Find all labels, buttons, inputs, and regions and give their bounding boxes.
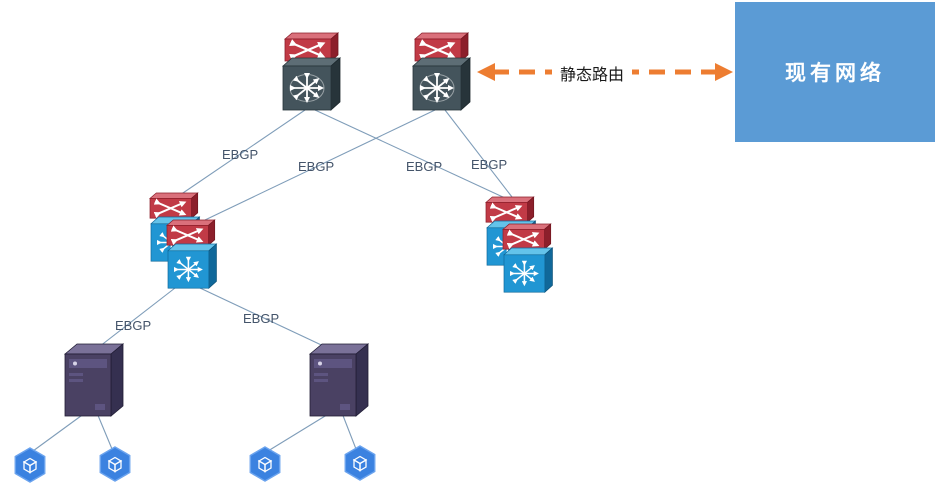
spine2-switch-icon xyxy=(413,58,470,110)
existing-network-box: 现有网络 xyxy=(735,2,935,142)
workload-hexagon-icon xyxy=(249,446,281,482)
link-line xyxy=(199,287,333,351)
ebgp-label: EBGP xyxy=(243,311,280,326)
static-route-label: 静态路由 xyxy=(552,61,633,85)
leaf-right-a-router-icon xyxy=(486,197,534,222)
ebgp-label: EBGP xyxy=(298,159,335,174)
link-line xyxy=(314,109,506,199)
leaf-right-b-switch-icon xyxy=(504,248,552,292)
link-line xyxy=(267,412,331,452)
ebgp-label: EBGP xyxy=(115,318,152,333)
link-lines xyxy=(32,109,513,452)
link-line xyxy=(32,412,86,452)
link-line xyxy=(94,287,176,351)
link-line xyxy=(179,109,306,196)
ebgp-label: EBGP xyxy=(471,157,508,172)
ebgp-label: EBGP xyxy=(222,147,259,162)
leaf-right-b-router-icon xyxy=(503,224,551,249)
workload-hexagon-icon xyxy=(344,445,376,481)
existing-network-label: 现有网络 xyxy=(785,61,885,85)
server-1-icon xyxy=(64,343,124,417)
link-line xyxy=(444,109,513,198)
leaf-left-b-router-icon xyxy=(167,220,215,245)
link-line xyxy=(341,412,357,450)
spine1-switch-icon xyxy=(283,58,340,110)
spine1-router-icon xyxy=(285,33,338,61)
link-line xyxy=(96,412,113,450)
leaf-left-a-router-icon xyxy=(150,193,198,218)
ebgp-label: EBGP xyxy=(406,159,443,174)
link-line xyxy=(204,109,436,221)
leaf-left-b-switch-icon xyxy=(168,244,216,288)
server-2-icon xyxy=(309,343,369,417)
workload-hexagon-icon xyxy=(14,447,46,483)
workload-hexagon-icon xyxy=(99,446,131,482)
spine2-router-icon xyxy=(415,33,468,61)
